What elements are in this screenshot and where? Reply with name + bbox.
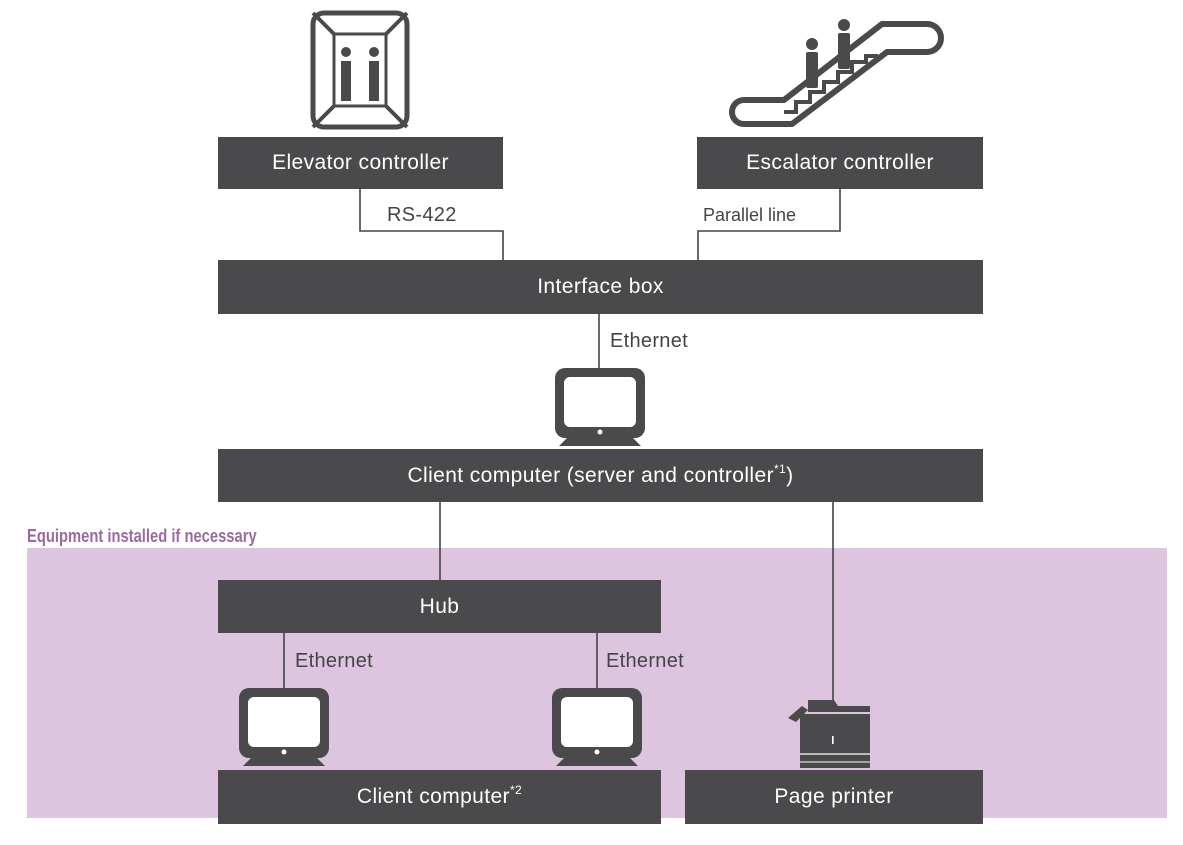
monitor-icon (555, 368, 645, 446)
escalator-controller-box: Escalator controller (697, 137, 983, 189)
monitor-icon (552, 688, 642, 766)
elevator-icon (310, 10, 410, 130)
hub-box: Hub (218, 580, 661, 633)
page-printer-label: Page printer (774, 785, 894, 808)
elevator-controller-label: Elevator controller (272, 151, 449, 174)
parallel-line (697, 189, 841, 260)
ethernet-main-label: Ethernet (610, 330, 689, 352)
parallel-line-label: Parallel line (703, 205, 797, 225)
escalator-icon (729, 19, 944, 127)
monitor-icon (239, 688, 329, 766)
client-server-box: Client computer (server and controller*1… (218, 449, 983, 502)
footnote-1: *1 (773, 461, 787, 476)
client-server-label: Client computer (server and controller*1… (407, 461, 794, 487)
optional-equipment-caption: Equipment installed if necessary (27, 526, 257, 546)
interface-box-label: Interface box (537, 275, 664, 298)
client-computer-label: Client computer*2 (356, 783, 523, 808)
page-printer-box: Page printer (685, 770, 983, 824)
ethernet-right-label: Ethernet (606, 650, 685, 672)
rs422-label: RS-422 (387, 204, 457, 226)
elevator-controller-box: Elevator controller (218, 137, 503, 189)
interface-box: Interface box (218, 260, 983, 314)
ethernet-left-label: Ethernet (295, 650, 374, 672)
escalator-controller-label: Escalator controller (746, 151, 934, 174)
hub-label: Hub (419, 594, 460, 618)
rs422-line (359, 189, 504, 260)
client-computer-box: Client computer*2 (218, 770, 661, 824)
printer-icon (788, 700, 870, 768)
footnote-2: *2 (509, 783, 523, 797)
